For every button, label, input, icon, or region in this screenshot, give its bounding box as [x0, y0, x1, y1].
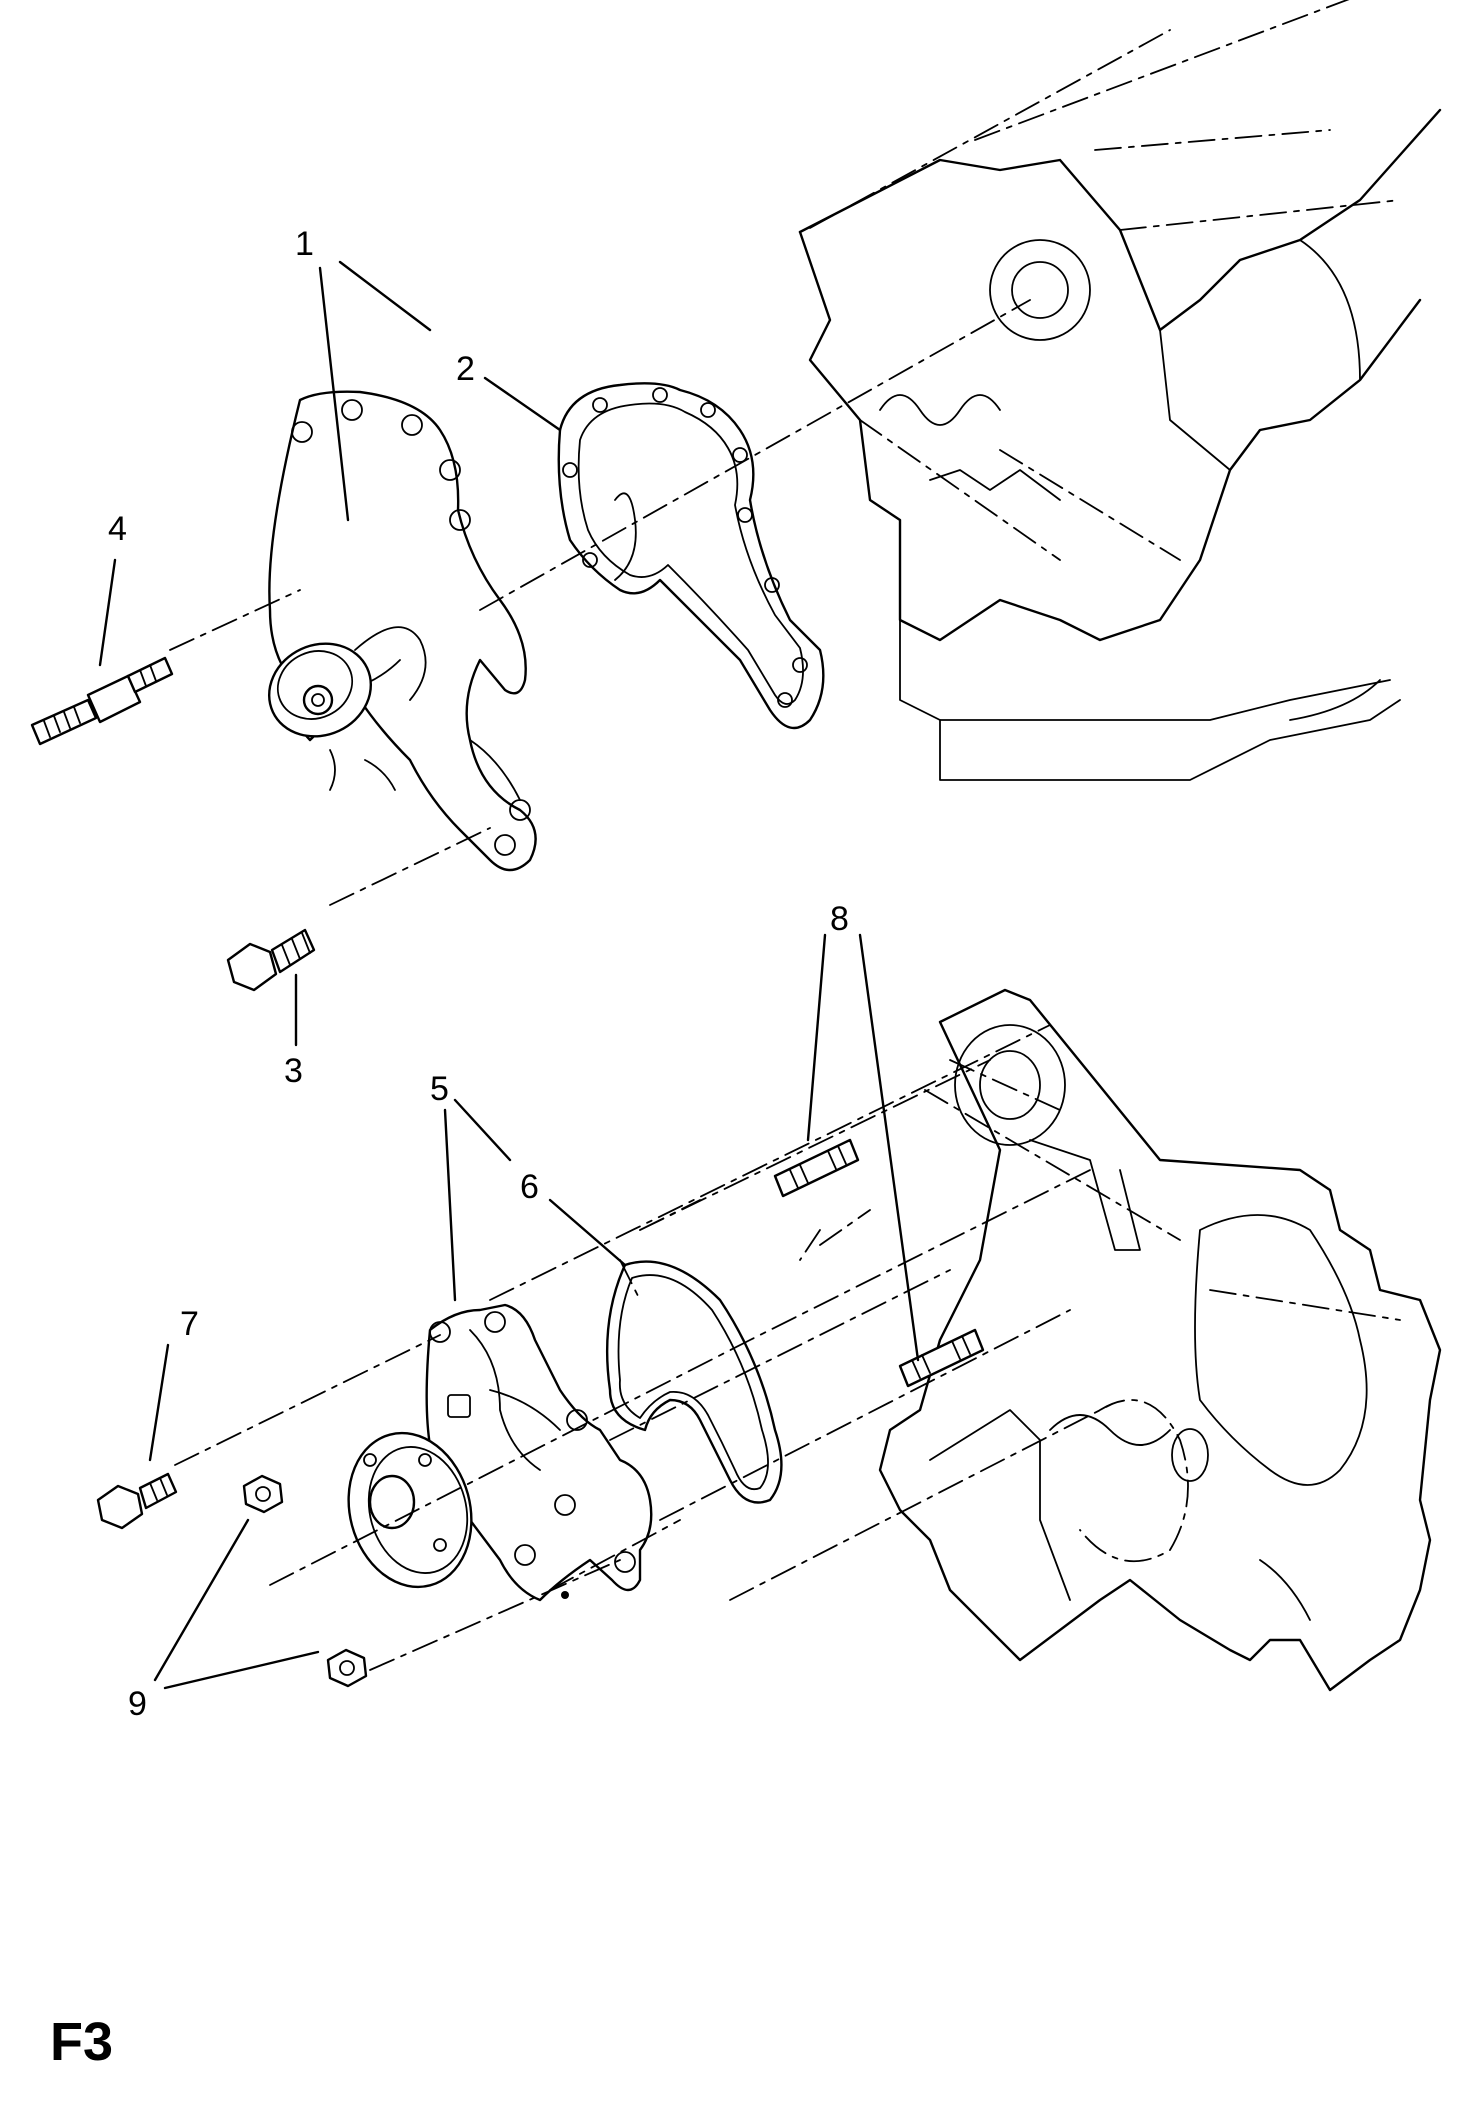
leader-5b — [453, 1098, 512, 1162]
nut-upper — [242, 1474, 284, 1514]
callout-8: 8 — [830, 900, 849, 938]
leader-1a — [318, 266, 350, 522]
callout-9: 9 — [128, 1685, 147, 1723]
leader-4 — [98, 558, 117, 667]
callout-1: 1 — [295, 225, 314, 263]
water-pump-lower — [347, 1303, 653, 1602]
water-pump-upper — [267, 390, 537, 872]
leader-9a — [153, 1518, 250, 1682]
callout-7: 7 — [180, 1305, 199, 1343]
leader-1b — [338, 260, 432, 332]
gasket — [557, 382, 825, 730]
leader-8a — [806, 933, 827, 1142]
seal-ring — [605, 1260, 783, 1504]
engine-block-upper — [798, 0, 1442, 781]
callout-2: 2 — [456, 350, 475, 388]
axis-lines-lower — [174, 1024, 1111, 1671]
nut-lower — [326, 1648, 368, 1688]
bolt-lower — [96, 1472, 178, 1530]
callout-6: 6 — [520, 1168, 539, 1206]
leader-2 — [483, 376, 562, 432]
callout-5: 5 — [430, 1070, 449, 1108]
leader-5a — [443, 1108, 457, 1302]
leader-9b — [163, 1650, 320, 1690]
stud-upper — [30, 589, 301, 746]
stud-lower-upper — [773, 1138, 860, 1198]
leader-7 — [148, 1343, 170, 1462]
stud-lower-lower — [898, 1328, 985, 1388]
leader-8b — [858, 933, 920, 1362]
axis-line-upper — [479, 299, 1031, 611]
callout-4: 4 — [108, 510, 127, 548]
callout-3: 3 — [284, 1052, 303, 1090]
bolt-upper — [226, 827, 491, 992]
leader-6 — [548, 1198, 627, 1267]
figure-code: F3 — [50, 2012, 113, 2072]
